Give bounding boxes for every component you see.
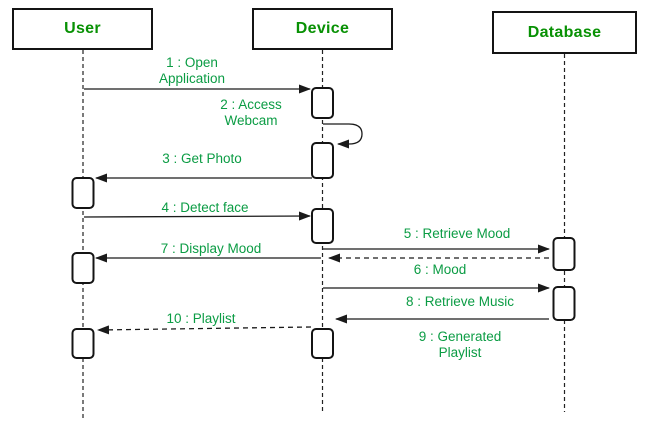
activation-device-1 <box>311 87 334 119</box>
message-2-label: 2 : Access Webcam <box>220 97 282 128</box>
message-8-label: 8 : Retrieve Music <box>405 294 515 309</box>
actor-database: Database <box>492 11 637 54</box>
message-10-label: 10 : Playlist <box>166 311 236 326</box>
message-6-label: 6 : Mood <box>413 262 467 277</box>
message-2-self-arrow <box>323 123 363 149</box>
message-10-return-arrow <box>97 325 312 335</box>
message-4-arrow <box>83 211 311 221</box>
message-3-label: 3 : Get Photo <box>162 151 242 166</box>
actor-device: Device <box>252 8 393 50</box>
message-7-label: 7 : Display Mood <box>160 241 262 256</box>
actor-user: User <box>12 8 153 50</box>
message-5-label: 5 : Retrieve Mood <box>403 226 511 241</box>
activation-user-2 <box>71 252 95 284</box>
message-4-label: 4 : Detect face <box>161 200 249 215</box>
message-1-label: 1 : Open Application <box>158 55 226 86</box>
actor-device-label: Device <box>295 20 350 37</box>
actor-user-label: User <box>64 20 101 37</box>
activation-user-3 <box>71 328 95 359</box>
activation-device-3 <box>311 208 334 244</box>
activation-device-4 <box>311 328 334 359</box>
activation-user-1 <box>71 177 95 209</box>
message-9-label: 9 : Generated Playlist <box>418 329 502 360</box>
activation-device-2 <box>311 142 334 179</box>
actor-database-label: Database <box>527 23 602 41</box>
activation-database-2 <box>552 286 576 321</box>
activation-database-1 <box>552 237 576 271</box>
